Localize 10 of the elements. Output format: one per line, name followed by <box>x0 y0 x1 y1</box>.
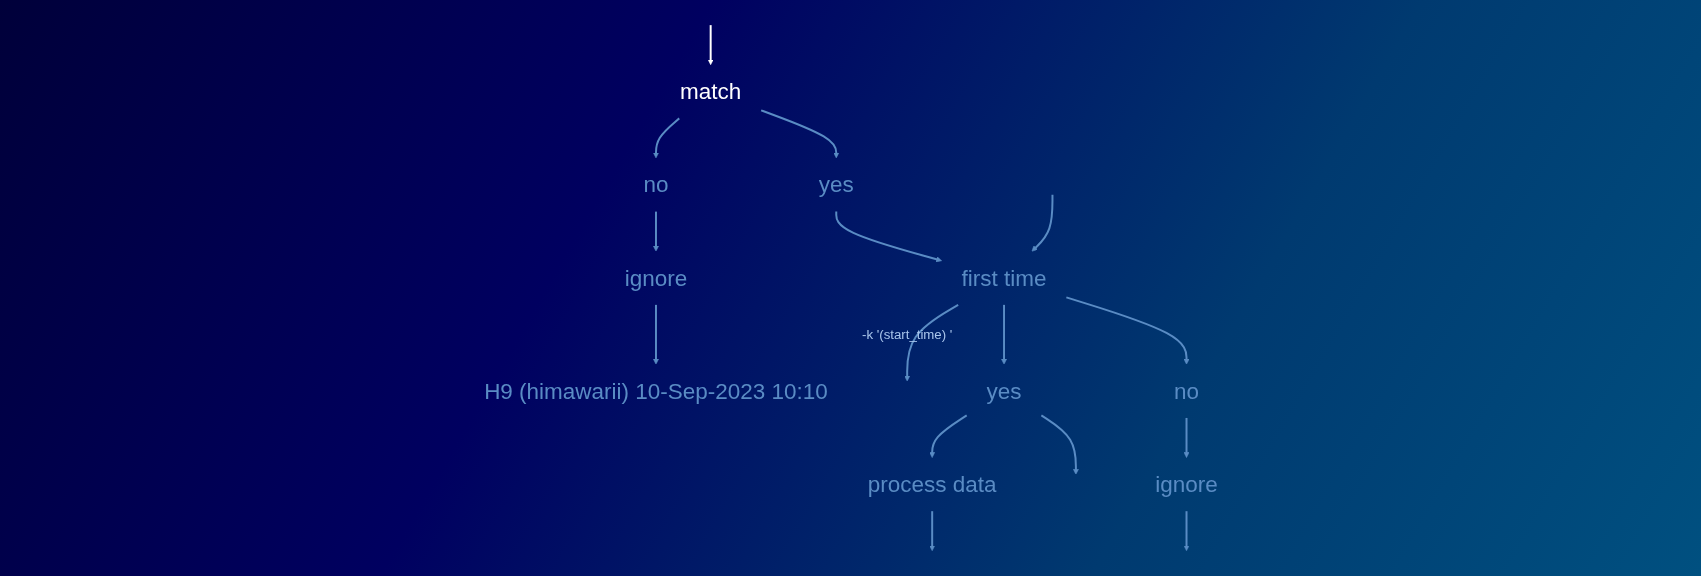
node-text: no <box>1173 377 1199 406</box>
node-text: no <box>643 170 669 200</box>
node-text: yes <box>818 170 854 200</box>
node-text: yes <box>986 377 1022 406</box>
node-text: process data <box>867 470 997 499</box>
node-text: ignore <box>1154 470 1218 499</box>
node-text: match <box>679 77 741 106</box>
node-text: H9 (himawarii) 10-Sep-2023 10:10 <box>483 377 828 406</box>
node-text: ignore <box>624 264 687 293</box>
node-text: first time <box>961 264 1047 293</box>
